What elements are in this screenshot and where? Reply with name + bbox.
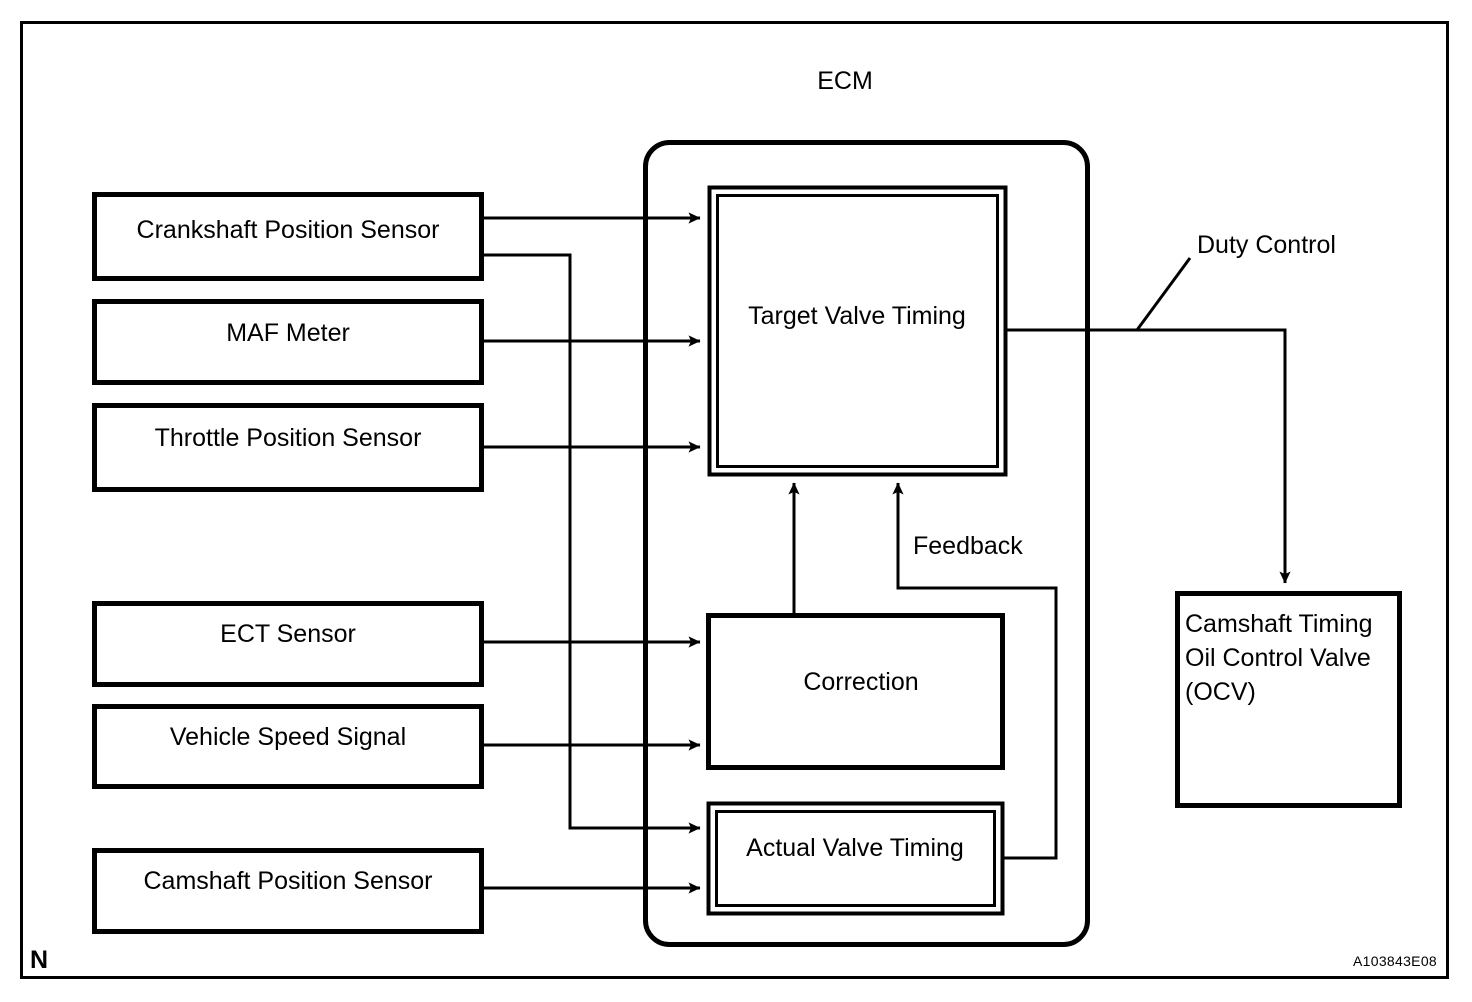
connector-duty-control [1006,328,1291,584]
ocv-label-line-3: (OCV) [1185,678,1256,706]
sensor-label: MAF Meter [226,319,350,347]
ecm-block-actual-valve-timing[interactable]: Actual Valve Timing [706,801,1005,916]
connector-crankshaft-to-actual [482,253,701,834]
figure-code: A103843E08 [1353,953,1437,969]
sensor-label: Vehicle Speed Signal [170,723,406,751]
sensor-label: Camshaft Position Sensor [143,867,432,895]
ocv-label-line-1: Camshaft Timing [1185,610,1373,638]
outer-frame [20,21,1449,979]
ecm-block-label: Actual Valve Timing [746,834,964,862]
sensor-box-throttle-position-sensor[interactable]: Throttle Position Sensor [92,403,484,492]
ecm-block-correction[interactable]: Correction [706,613,1005,770]
duty-control-label: Duty Control [1197,231,1336,259]
sensor-box-ect-sensor[interactable]: ECT Sensor [92,601,484,687]
ecm-block-label: Correction [803,668,918,696]
output-box-camshaft-timing-ocv[interactable]: Camshaft Timing Oil Control Valve (OCV) [1175,591,1402,808]
feedback-label: Feedback [913,532,1023,560]
sensor-box-maf-meter[interactable]: MAF Meter [92,299,484,385]
corner-marker-n: N [30,946,48,974]
connector-feedback-loop [892,482,1058,860]
sensor-box-crankshaft-position-sensor[interactable]: Crankshaft Position Sensor [92,192,484,281]
sensor-label: Throttle Position Sensor [155,424,422,452]
ocv-label-line-2: Oil Control Valve [1185,644,1371,672]
ecm-block-target-valve-timing[interactable]: Target Valve Timing [707,185,1008,477]
sensor-box-vehicle-speed-signal[interactable]: Vehicle Speed Signal [92,704,484,789]
ecm-enclosure [643,140,1090,947]
sensor-label: Crankshaft Position Sensor [137,216,440,244]
sensor-box-camshaft-position-sensor[interactable]: Camshaft Position Sensor [92,848,484,934]
ecm-title-label: ECM [817,67,873,95]
duty-control-leader-line [1135,257,1192,331]
sensor-label: ECT Sensor [220,620,356,648]
ecm-block-label: Target Valve Timing [748,302,966,330]
